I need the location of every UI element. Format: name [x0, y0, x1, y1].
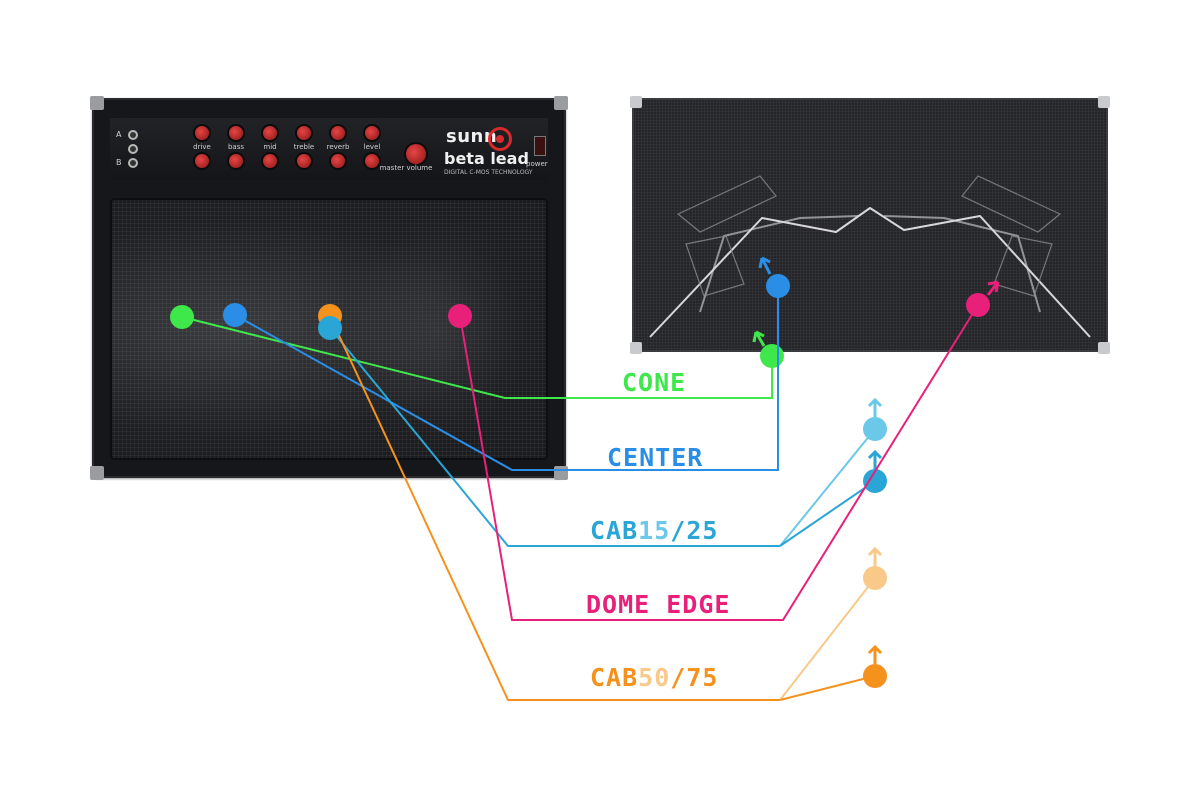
brand-name: sunn: [446, 126, 498, 147]
knob-label-mid: mid: [263, 143, 277, 151]
cab1525-branch-25: [779, 480, 876, 547]
amp-corner: [90, 466, 104, 480]
label-dome-edge: DOME EDGE: [586, 590, 731, 619]
center-marker-cab: [766, 274, 790, 298]
model-name: beta lead: [444, 149, 529, 168]
knob-level-b: [365, 154, 379, 168]
master-volume-knob: [406, 144, 426, 164]
combo-amp: A B drive bass mid treble reverb level master…: [90, 96, 568, 480]
cab25-arrow: [867, 449, 883, 469]
cab25-marker: [863, 469, 887, 493]
dome-edge-leader-line: [459, 304, 979, 621]
label-center: CENTER: [607, 443, 704, 472]
input-jacks: A B: [116, 126, 156, 172]
jack-a: [128, 130, 138, 140]
cab-corner: [630, 342, 642, 354]
right-magnet-sketch: [961, 175, 1062, 233]
amp-corner: [90, 96, 104, 110]
cab5075-direction-arrows: [867, 546, 883, 664]
label-cab5075-post: /75: [670, 663, 719, 692]
cone-direction-arrow: [752, 330, 766, 347]
knob-label-bass: bass: [227, 143, 245, 151]
left-magnet-sketch: [676, 175, 777, 233]
knob-label-level: level: [363, 143, 381, 151]
knob-treble-a: [297, 126, 311, 140]
knob-label-reverb: reverb: [326, 143, 350, 151]
cab5075-leader-line: [329, 315, 780, 701]
knob-bass-a: [229, 126, 243, 140]
speaker-cutaway-outline: [649, 207, 1091, 338]
cab15-arrow: [867, 397, 883, 417]
knob-drive-a: [195, 126, 209, 140]
jack-b-label: B: [116, 158, 122, 167]
dome-edge-marker-cab: [966, 293, 990, 317]
amp-control-panel: A B drive bass mid treble reverb level master…: [110, 118, 548, 180]
label-cab1525-pre: CAB: [590, 516, 639, 545]
knob-reverb-b: [331, 154, 345, 168]
center-leader-line: [234, 286, 779, 471]
right-speaker-frame: [883, 215, 1041, 313]
brand-logo: [488, 127, 512, 151]
left-speaker-frame: [699, 215, 859, 313]
amp-corner: [554, 96, 568, 110]
cab1525-marker-amp: [318, 316, 342, 340]
label-cone: CONE: [622, 368, 687, 397]
cone-marker-cab: [760, 344, 784, 368]
knob-reverb-a: [331, 126, 345, 140]
label-cab1525: CAB15/25: [590, 516, 718, 545]
label-cab5075-pre: CAB: [590, 663, 639, 692]
dome-edge-direction-arrow: [986, 280, 1000, 296]
cab75-arrow: [867, 644, 883, 664]
speaker-cabinet: [630, 96, 1110, 354]
cab1525-connector: [329, 327, 876, 547]
speaker-magnet-sketch: [676, 175, 1062, 297]
center-connector: [234, 286, 779, 471]
dome-edge-connector: [459, 304, 979, 621]
amp-knobs: drive bass mid treble reverb level: [182, 124, 422, 178]
cab1525-leader-line: [329, 327, 780, 547]
cab5075-connector: [329, 315, 876, 701]
cone-connector: [181, 316, 773, 399]
knob-label-treble: treble: [293, 143, 315, 151]
knob-level-a: [365, 126, 379, 140]
left-basket-sketch: [685, 235, 745, 297]
knob-mid-b: [263, 154, 277, 168]
cab5075-branch-50: [779, 577, 876, 701]
dome-edge-marker-amp: [448, 304, 472, 328]
cone-marker-amp: [170, 305, 194, 329]
cab1525-direction-arrows: [867, 397, 883, 469]
master-volume-label: master volume: [379, 164, 433, 172]
knob-treble-b: [297, 154, 311, 168]
cab-corner: [1098, 96, 1110, 108]
label-cab1525-15: 15: [638, 516, 671, 545]
speaker-cone-outline: [649, 207, 1091, 338]
label-cab1525-post: /25: [670, 516, 719, 545]
power-switch: [534, 136, 546, 156]
jack-mid: [128, 144, 138, 154]
cab5075-branch-75: [779, 675, 876, 701]
cab-corner: [1098, 342, 1110, 354]
cab1525-branch-15: [779, 428, 876, 547]
knob-drive-b: [195, 154, 209, 168]
center-marker-amp: [223, 303, 247, 327]
cab50-arrow: [867, 546, 883, 566]
label-cab5075: CAB50/75: [590, 663, 718, 692]
model-subtitle: DIGITAL C-MOS TECHNOLOGY: [444, 169, 533, 176]
cone-leader-line: [181, 316, 773, 399]
knob-label-drive: drive: [193, 143, 211, 151]
power-label: power: [526, 160, 548, 168]
cab75-marker: [863, 664, 887, 688]
knob-mid-a: [263, 126, 277, 140]
center-direction-arrow: [758, 256, 772, 275]
label-cab5075-50: 50: [638, 663, 671, 692]
cab15-marker: [863, 417, 887, 441]
cab50-marker: [863, 566, 887, 590]
cab-corner: [630, 96, 642, 108]
jack-a-label: A: [116, 130, 122, 139]
knob-bass-b: [229, 154, 243, 168]
jack-b: [128, 158, 138, 168]
